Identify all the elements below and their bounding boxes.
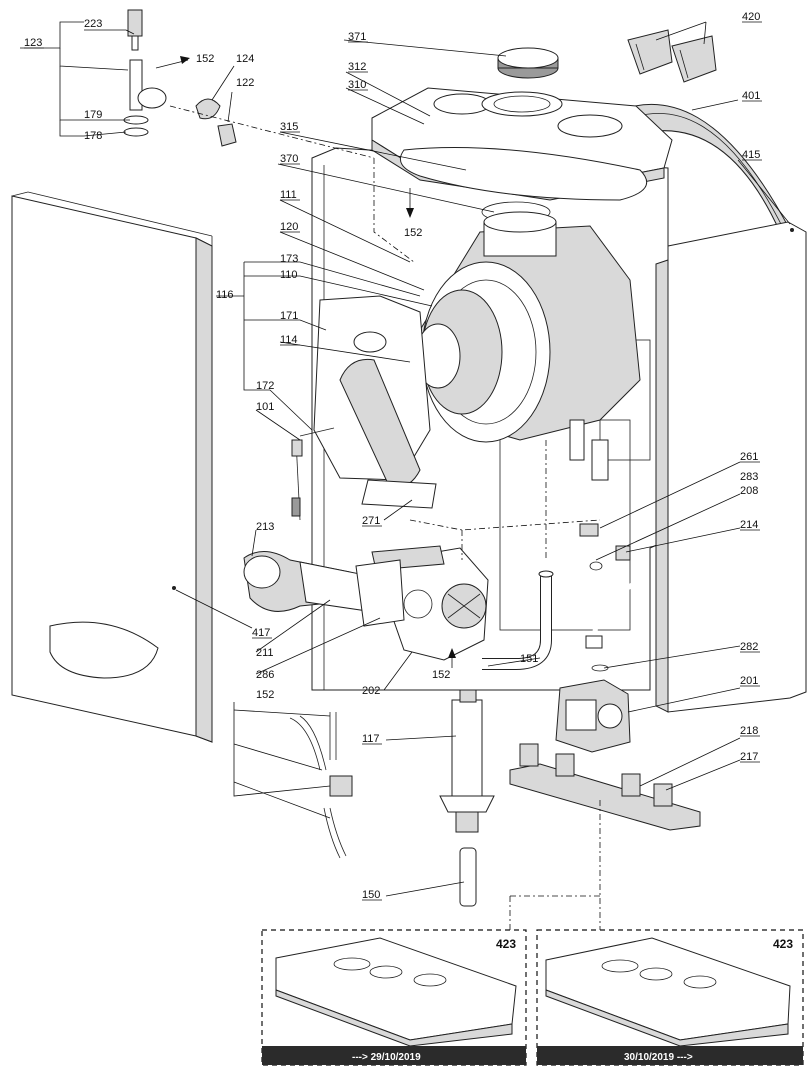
callout-114: 114: [280, 334, 298, 346]
callout-124: 124: [236, 53, 254, 65]
callout-171: 171: [280, 310, 298, 322]
callout-213: 213: [256, 521, 274, 533]
callout-261: 261: [740, 451, 758, 463]
callout-152: 152: [404, 227, 422, 239]
bracket-420: [627, 29, 717, 83]
callout-152: 152: [196, 53, 214, 65]
callout-122: 122: [236, 77, 254, 89]
callout-152: 152: [432, 669, 450, 681]
assembly-lines: [169, 105, 601, 930]
flue-cap: [497, 47, 559, 79]
callout-151: 151: [520, 653, 538, 665]
callout-312: 312: [348, 61, 366, 73]
callout-401: 401: [742, 90, 760, 102]
callout-415: 415: [742, 149, 760, 161]
heat-exchanger: [415, 211, 641, 481]
side-panel-right: [655, 221, 807, 713]
clip-261: [579, 523, 599, 537]
fan-assembly: [371, 545, 489, 661]
flow-arrows: [155, 56, 456, 668]
callout-371: 371: [348, 31, 366, 43]
callout-123: 123: [24, 37, 42, 49]
callout-201: 201: [740, 675, 758, 687]
hose-detail: [289, 712, 353, 859]
variant-right-date: 30/10/2019 --->: [624, 1052, 693, 1063]
callout-211: 211: [256, 647, 274, 659]
gas-valve: [555, 679, 631, 753]
callout-underlines: [24, 21, 762, 901]
condensate-siphon: [439, 689, 495, 833]
callout-310: 310: [348, 79, 366, 91]
burner-door: [313, 295, 437, 509]
variant-left-date: ---> 29/10/2019: [352, 1052, 421, 1063]
drain-hose: [459, 847, 477, 907]
callout-223: 223: [84, 18, 102, 30]
callout-178: 178: [84, 130, 102, 142]
variant-left-number: 423: [496, 937, 516, 951]
variant-box-right: 423 30/10/2019 --->: [536, 929, 804, 1066]
variant-box-left: 423 ---> 29/10/2019: [261, 929, 527, 1066]
callout-110: 110: [280, 269, 298, 281]
callout-labels: 223 123 152 124 122 179 178 371 312 310 …: [24, 11, 760, 901]
callout-417: 417: [252, 627, 270, 639]
callout-150: 150: [362, 889, 380, 901]
leader-lines: [20, 21, 791, 897]
callout-173: 173: [280, 253, 298, 265]
callout-315: 315: [280, 121, 298, 133]
callout-179: 179: [84, 109, 102, 121]
venturi-pipe: [243, 551, 405, 627]
callout-202: 202: [362, 685, 380, 697]
callout-111: 111: [280, 189, 297, 201]
callout-116: 116: [216, 289, 234, 301]
front-cover-panel: [11, 191, 213, 743]
callout-101: 101: [256, 401, 274, 413]
callout-217: 217: [740, 751, 758, 763]
callout-370: 370: [280, 153, 298, 165]
callout-420: 420: [742, 11, 760, 23]
callout-172: 172: [256, 380, 274, 392]
ignition-electrode: [291, 427, 335, 521]
callout-120: 120: [280, 221, 298, 233]
variant-right-number: 423: [773, 937, 793, 951]
callout-152: 152: [256, 689, 274, 701]
connection-manifold: [509, 743, 701, 831]
callout-271: 271: [362, 515, 380, 527]
callout-282: 282: [740, 641, 758, 653]
o-rings: [589, 561, 609, 672]
callout-208: 208: [740, 485, 758, 497]
callout-117: 117: [362, 733, 380, 745]
callout-283: 283: [740, 471, 758, 483]
safety-valve-assembly: [123, 9, 167, 137]
hood-gasket: [400, 147, 648, 223]
callout-218: 218: [740, 725, 758, 737]
callout-286: 286: [256, 669, 274, 681]
callout-214: 214: [740, 519, 758, 531]
